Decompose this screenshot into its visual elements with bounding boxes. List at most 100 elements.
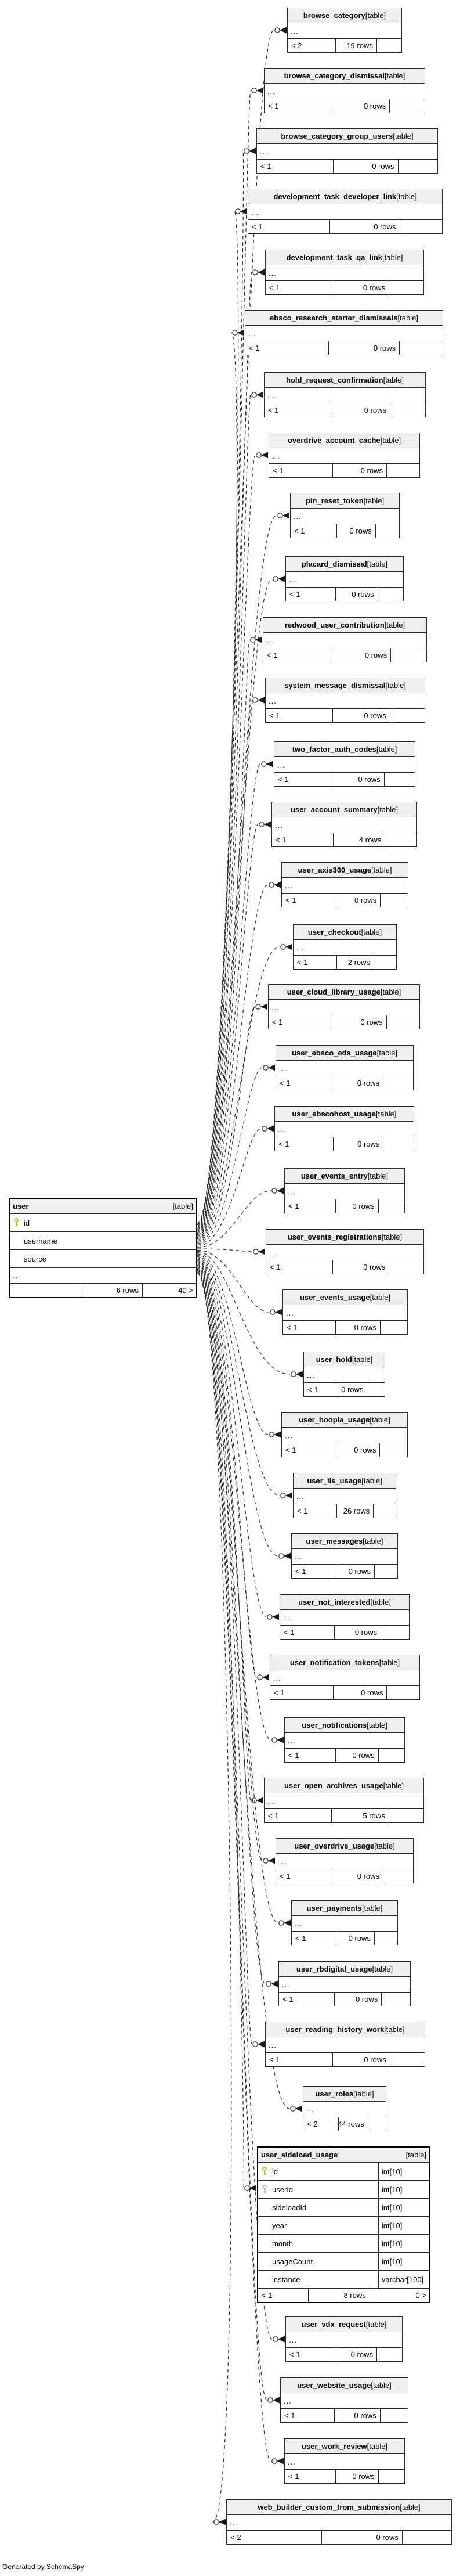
table-type-tag: [table]: [376, 1109, 397, 1118]
table-name[interactable]: user_account_summary: [291, 805, 378, 814]
table-box-development_task_developer_link[interactable]: development_task_developer_link[table]..…: [248, 189, 443, 234]
table-name[interactable]: user_axis360_usage: [298, 866, 372, 874]
table-name[interactable]: development_task_developer_link: [273, 192, 397, 201]
table-name[interactable]: user_sideload_usage: [261, 2150, 338, 2159]
table-name[interactable]: user_notifications: [302, 1721, 367, 1730]
table-name[interactable]: user_hold: [316, 1355, 352, 1364]
parents-count: < 1: [287, 1323, 298, 1332]
table-name[interactable]: browse_category_dismissal: [284, 71, 385, 80]
table-name[interactable]: user_reading_history_work: [285, 2025, 385, 2034]
relationship-edge-user_payments: [197, 1262, 278, 1923]
table-name[interactable]: hold_request_confirmation: [286, 376, 383, 384]
table-name[interactable]: user_ebsco_eds_usage: [291, 1049, 377, 1057]
table-name[interactable]: user_overdrive_usage: [294, 1842, 375, 1850]
table-name[interactable]: web_builder_custom_from_submission: [258, 2503, 400, 2512]
table-name[interactable]: user_open_archives_usage: [284, 1781, 383, 1790]
table-name[interactable]: user: [13, 1202, 29, 1210]
table-name[interactable]: placard_dismissal: [301, 560, 367, 568]
table-name[interactable]: ebsco_research_starter_dismissals: [270, 314, 398, 322]
table-name[interactable]: browse_category_group_users: [281, 132, 393, 140]
table-name[interactable]: user_notification_tokens: [289, 1658, 379, 1667]
children-count: [388, 1809, 423, 1822]
foreign-key-icon: [262, 2184, 267, 2193]
table-name[interactable]: user_roles: [315, 2089, 354, 2098]
table-name[interactable]: user_events_registrations: [287, 1233, 382, 1241]
table-name[interactable]: redwood_user_contribution: [284, 621, 385, 629]
table-name[interactable]: user_not_interested: [298, 1598, 371, 1606]
table-name[interactable]: overdrive_account_cache: [287, 436, 381, 445]
table-box-browse_category_group_users[interactable]: browse_category_group_users[table]...< 1…: [256, 128, 438, 174]
row-count: 0 rows: [332, 648, 390, 662]
table-name[interactable]: browse_category: [303, 11, 365, 20]
table-type-tag: [table]: [363, 496, 385, 505]
parents-count: < 1: [282, 1995, 294, 2004]
table-name[interactable]: user_checkout: [307, 928, 361, 936]
table-name[interactable]: user_messages: [306, 1537, 363, 1545]
table-name[interactable]: user_website_usage: [297, 2381, 371, 2390]
table-name[interactable]: user_events_entry: [300, 1172, 368, 1180]
table-box-web_builder_custom_from_submission[interactable]: web_builder_custom_from_submission[table…: [226, 2499, 452, 2545]
table-name[interactable]: two_factor_auth_codes: [292, 745, 376, 754]
table-name[interactable]: user_hoopla_usage: [299, 1415, 370, 1424]
table-type-tag: [table]: [367, 2442, 388, 2451]
table-name[interactable]: user_payments: [306, 1904, 362, 1912]
parents-count: < 1: [278, 1140, 289, 1148]
table-name[interactable]: user_ebscohost_usage: [292, 1109, 376, 1118]
children-count: [389, 99, 425, 113]
table-type-tag: [table]: [371, 866, 392, 874]
zero-or-many-circle: [274, 27, 280, 33]
table-name[interactable]: user_vdx_request: [301, 2320, 366, 2329]
table-name[interactable]: user_ils_usage: [307, 1476, 362, 1485]
relationship-edge-overdrive_account_cache: [197, 455, 256, 1233]
table-name[interactable]: development_task_qa_link: [286, 253, 383, 262]
table-box-ebsco_research_starter_dismissals[interactable]: ebsco_research_starter_dismissals[table]…: [245, 310, 443, 355]
table-name[interactable]: user_work_review: [301, 2442, 367, 2451]
table-name[interactable]: pin_reset_token: [305, 496, 364, 505]
table-name[interactable]: user_events_usage: [299, 1293, 370, 1302]
table-name[interactable]: system_message_dismissal: [284, 681, 386, 690]
relationship-edge-user_account_summary: [197, 824, 259, 1241]
table-name[interactable]: user_cloud_library_usage: [287, 988, 381, 996]
table-name[interactable]: user_rbdigital_usage: [296, 1965, 372, 1973]
relationship-edge-user_rbdigital_usage: [197, 1263, 266, 1984]
